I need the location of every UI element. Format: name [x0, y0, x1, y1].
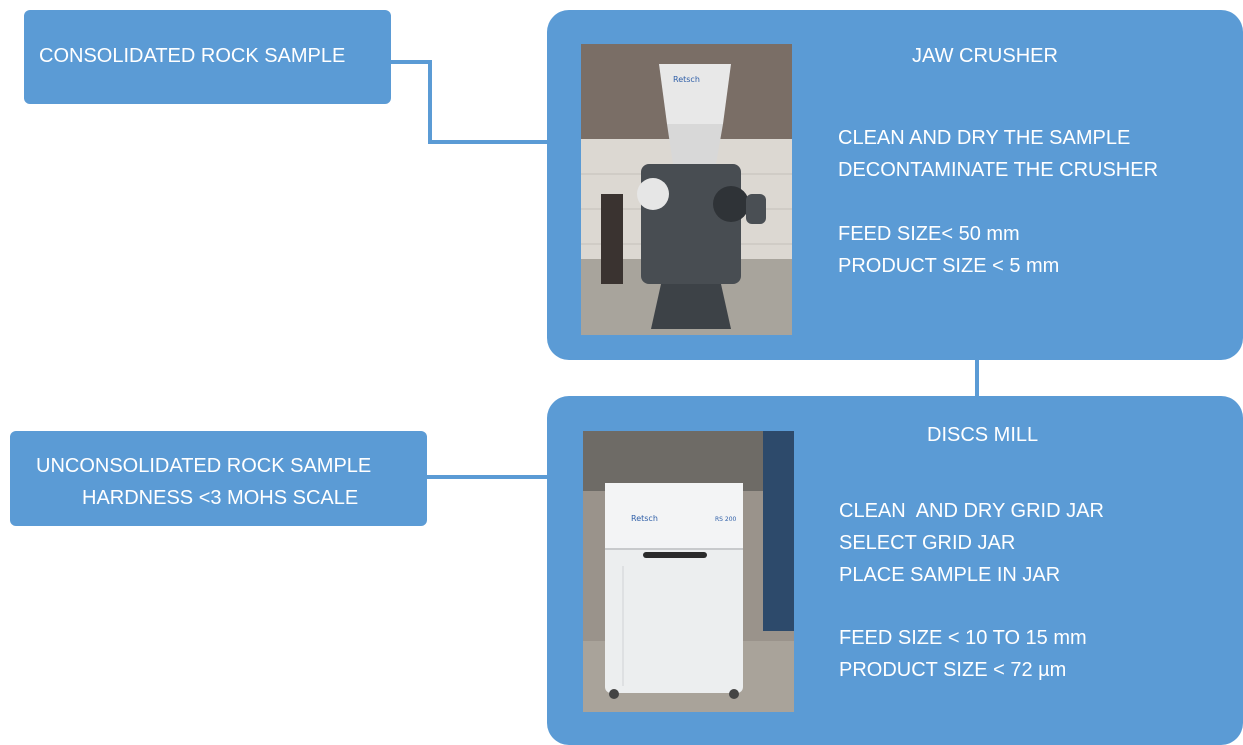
- hardness-label: HARDNESS <3 MOHS SCALE: [82, 487, 359, 509]
- discs-mill-photo-brand: Retsch: [631, 514, 658, 523]
- consolidated-rock-sample-label: CONSOLIDATED ROCK SAMPLE: [39, 45, 346, 67]
- connector-consolidated-to-jaw: [391, 60, 549, 144]
- jaw-crusher-box: Retsch JAW CRUSHER CLEAN AND DRY THE SAM…: [547, 10, 1243, 360]
- consolidated-rock-sample-box: CONSOLIDATED ROCK SAMPLE: [24, 10, 391, 104]
- jaw-crusher-step-2: DECONTAMINATE THE CRUSHER: [838, 159, 1159, 181]
- unconsolidated-rock-sample-label: UNCONSOLIDATED ROCK SAMPLE: [36, 455, 372, 477]
- discs-mill-feed-size: FEED SIZE < 10 TO 15 mm: [839, 627, 1087, 649]
- unconsolidated-rock-sample-box: UNCONSOLIDATED ROCK SAMPLE HARDNESS <3 M…: [10, 431, 427, 526]
- discs-mill-box: Retsch RS 200 DISCS MILL CLEAN AND DRY G…: [547, 396, 1243, 745]
- discs-mill-step-2: SELECT GRID JAR: [839, 532, 1016, 554]
- discs-mill-title: DISCS MILL: [927, 424, 1039, 446]
- discs-mill-step-1: CLEAN AND DRY GRID JAR: [839, 500, 1104, 522]
- jaw-crusher-title: JAW CRUSHER: [912, 45, 1058, 67]
- jaw-crusher-photo: Retsch: [581, 44, 792, 335]
- discs-mill-step-3: PLACE SAMPLE IN JAR: [839, 564, 1061, 586]
- jaw-crusher-product-size: PRODUCT SIZE < 5 mm: [838, 255, 1060, 277]
- jaw-crusher-photo-brand: Retsch: [673, 75, 700, 84]
- discs-mill-product-size: PRODUCT SIZE < 72 µm: [839, 659, 1067, 681]
- jaw-crusher-feed-size: FEED SIZE< 50 mm: [838, 223, 1020, 245]
- discs-mill-photo: Retsch RS 200: [583, 431, 794, 712]
- jaw-crusher-step-1: CLEAN AND DRY THE SAMPLE: [838, 127, 1131, 149]
- discs-mill-photo-model: RS 200: [715, 516, 737, 523]
